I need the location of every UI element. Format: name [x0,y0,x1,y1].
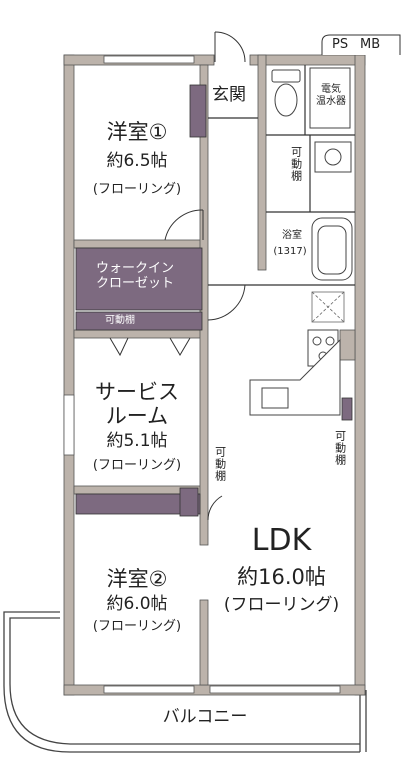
western1-name-label: 洋室① [106,120,168,144]
shelf-horizontal-label: 可動棚 [105,315,135,326]
western1-floor-label: (フローリング) [92,182,182,197]
western2-area-label: 約6.0帖 [106,594,168,614]
service-room-area-label: 約5.1帖 [106,431,168,451]
mb-label: MB [360,37,381,52]
ldk-area-label: 約16.0帖 [237,565,326,589]
window-frames [63,55,341,694]
washbasin-icon [314,141,352,173]
door-swings [109,31,246,521]
kitchen-counter-icon [249,338,341,416]
shelf-vertical-label-2: 可動棚 [213,446,227,482]
western2-floor-label: (フローリング) [92,619,182,634]
entrance-label: 玄関 [212,85,246,105]
storage-areas [75,84,353,517]
toilet-icon [271,69,301,117]
service-room-name-label: サービス ルーム [95,380,179,429]
bath-size-label: (1317) [273,246,307,257]
ps-mb-cap [321,34,401,55]
western2-name-label: 洋室② [106,567,168,591]
refrigerator-space [311,291,345,323]
service-room-floor-label: (フローリング) [92,458,182,473]
interior-lines [208,65,355,286]
balcony-outline [3,611,367,753]
walk-in-closet-label: ウォークイン クローゼット [96,261,175,291]
ldk-floor-label: (フローリング) [223,595,340,615]
balcony-label: バルコニー [162,707,248,727]
water-heater-label: 電気 温水器 [316,84,346,107]
ps-label: PS [332,37,349,52]
bath-name-label: 浴室 [282,230,302,241]
shelf-vertical-label-1: 可動棚 [289,146,303,182]
bathtub-icon [311,217,353,281]
western1-area-label: 約6.5帖 [106,151,168,171]
ldk-name-label: LDK [251,523,312,558]
shelf-vertical-label-3: 可動棚 [333,430,347,466]
water-heater-icon [309,67,351,129]
